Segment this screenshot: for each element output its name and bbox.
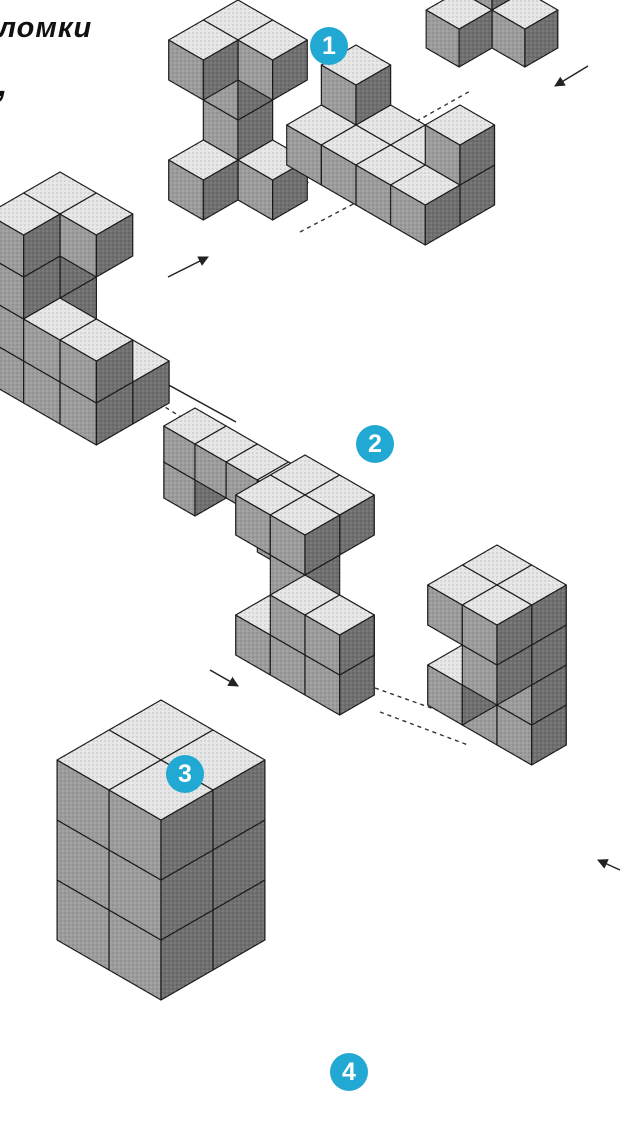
piece-1-left-bracket [169,0,308,220]
piece-2-assembled-block [0,172,169,445]
step-1-badge: 1 [310,27,348,65]
piece-4-finished-puzzle [57,700,265,1000]
piece-1-middle-channel [287,45,495,245]
step-2-badge: 2 [356,425,394,463]
step-3-badge: 3 [166,755,204,793]
piece-1-right-bracket [426,0,558,67]
piece-3-left-assembly [236,455,375,715]
piece-3-right-assembly [428,545,567,765]
step-4-badge: 4 [330,1053,368,1091]
